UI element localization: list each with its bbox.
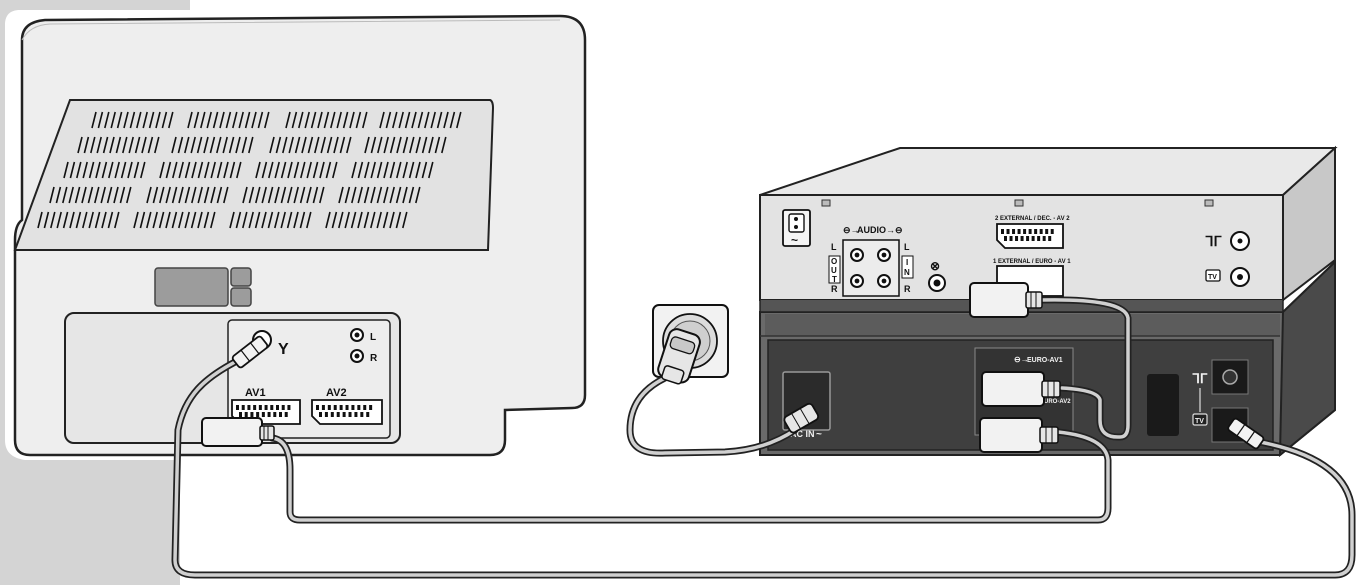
tv-rear: Y L R AV1 AV2 [13, 14, 587, 457]
tv-scart-plug [201, 417, 275, 447]
tv-label-plate [154, 267, 229, 307]
recorder-scart-av1-label: 1 EXTERNAL / EURO - AV 1 [993, 259, 1071, 265]
lower-ac-in-label: AC IN [790, 429, 815, 439]
tv-antenna-plug [231, 335, 269, 369]
recorder-audio-jacks[interactable] [850, 248, 891, 288]
tv-vent-slots [37, 111, 462, 229]
recorder-out-letter-1: O [831, 257, 837, 266]
recorder-audio-out-icon: ⊖→ [843, 225, 860, 235]
recorder-out-right: R [831, 284, 838, 294]
plugs [201, 282, 1265, 453]
mains-plug [657, 328, 701, 385]
recorder-audio-in-icon: →⊖ [886, 225, 903, 235]
tv-scart-av2-label: AV2 [326, 387, 347, 399]
recorder-tv-badge: TV [1208, 274, 1217, 281]
recorder-in-letter-1: I [906, 258, 908, 267]
tv-vent-panel [13, 99, 495, 251]
tv-scart-av2-socket[interactable] [311, 399, 383, 425]
tv-scart-av1-label: AV1 [245, 387, 266, 399]
recorder-in-right: R [904, 284, 911, 294]
recorder-scart-av2-socket[interactable] [996, 223, 1064, 249]
recorder-out-left: L [831, 242, 837, 252]
recorder-in-letter-2: N [904, 268, 910, 277]
lower-euro-av1-label: EURO-AV1 [1027, 357, 1063, 364]
recorder-ac-symbol: ~ [791, 233, 798, 247]
digital-audio-icon: ⊗ [930, 259, 940, 273]
recorder-audio-label: AUDIO [857, 225, 886, 235]
lower-antenna-icon: ᒣᒥ [1192, 371, 1208, 386]
lower-ac-symbol: ~ [816, 429, 822, 440]
lower-euro-av1-icon: ⊖→ [1014, 355, 1029, 364]
tv-audio-r-label: R [370, 353, 378, 364]
recorder-av1-scart-plug [969, 282, 1043, 318]
upper-recorder: ~ ⊖→ AUDIO →⊖ L R O U T L R I N ⊗ 2 EXTE… [759, 145, 1338, 303]
cables [171, 296, 1356, 579]
tv-antenna-symbol: Y [278, 341, 289, 358]
lower-euro-av2-label: EURO-AV2 [1040, 399, 1071, 405]
recorder-antenna-in-icon: ᒣᒥ [1205, 233, 1222, 249]
recorder-out-letter-3: T [832, 275, 837, 284]
recorder-audio-panel [842, 239, 900, 297]
ac-in-plug [783, 402, 820, 434]
left-margin-panel [0, 0, 190, 585]
recorder-scart-av2-label: 2 EXTERNAL / DEC. - AV 2 [995, 216, 1070, 222]
tv-square-bottom [230, 287, 252, 307]
tv-audio-l-label: L [370, 332, 376, 343]
lower-rf-plug [1227, 417, 1265, 450]
lower-tv-badge: TV [1195, 418, 1204, 425]
lower-euro-av1-plug [981, 371, 1061, 407]
recorder-in-left: L [904, 242, 910, 252]
lower-black-block [1147, 374, 1179, 436]
tv-square-top [230, 267, 252, 287]
lower-euro-av2-plug [979, 417, 1059, 453]
recorder-out-letter-2: U [831, 266, 837, 275]
